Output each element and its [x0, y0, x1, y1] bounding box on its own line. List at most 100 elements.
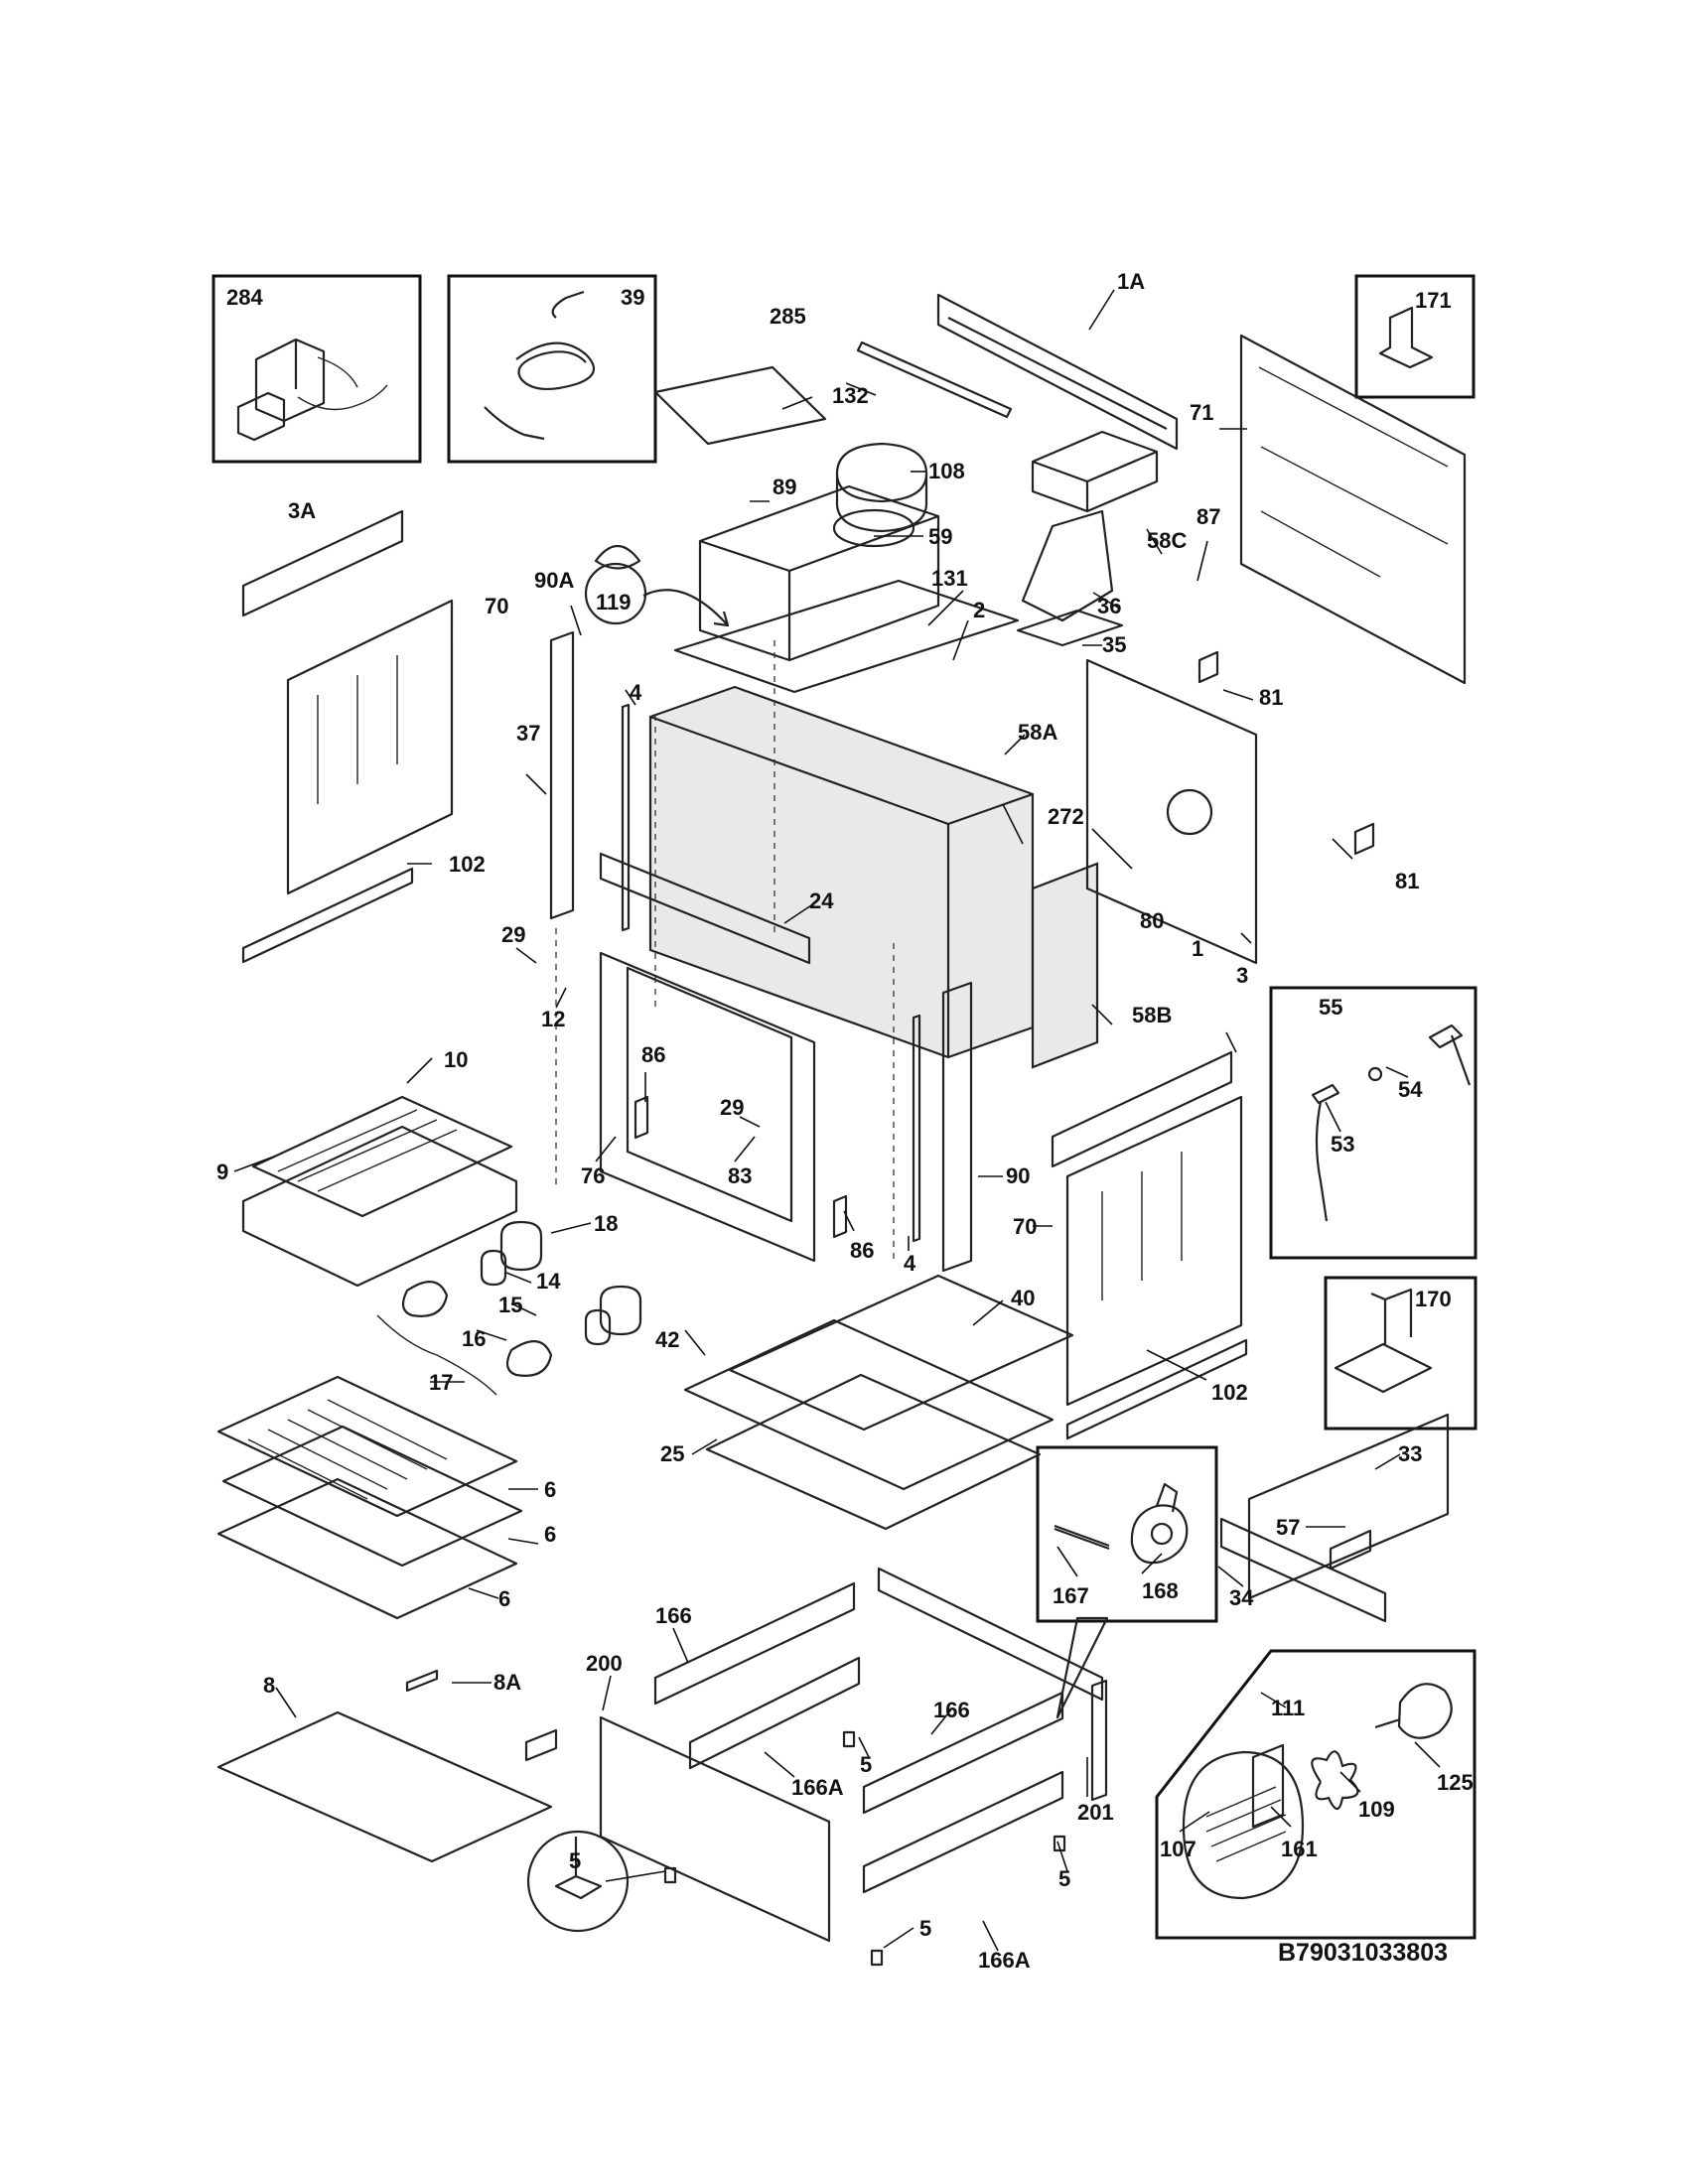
part-8A [405, 1669, 558, 1762]
part-108 [835, 442, 928, 533]
part-10 [251, 1095, 513, 1218]
diagram-code: B79031033803 [1278, 1939, 1448, 1967]
part-5-inset [526, 1830, 630, 1933]
part-6a [216, 1375, 518, 1518]
label-24: 24 [809, 888, 834, 913]
label-1A: 1A [1117, 269, 1145, 294]
label-102a: 102 [449, 852, 486, 877]
part-81a [1197, 650, 1219, 684]
inset-box-54 [1269, 986, 1477, 1260]
label-4b: 4 [904, 1251, 916, 1276]
label-102b: 102 [1211, 1380, 1248, 1405]
label-285: 285 [770, 304, 806, 329]
label-90: 90 [1006, 1163, 1030, 1188]
label-166b: 166 [933, 1698, 970, 1722]
label-54: 54 [1398, 1077, 1423, 1102]
label-284: 284 [226, 285, 263, 310]
label-2: 2 [973, 598, 985, 622]
label-59: 59 [928, 524, 952, 549]
label-14: 14 [536, 1269, 561, 1294]
label-80: 80 [1140, 908, 1164, 933]
drawer-frame-rear [877, 1567, 1104, 1702]
part-86a [633, 1095, 649, 1140]
part-3 [1051, 1050, 1233, 1168]
label-25: 25 [660, 1441, 684, 1466]
label-18: 18 [594, 1211, 618, 1236]
label-36: 36 [1097, 594, 1121, 618]
part-34 [1219, 1517, 1387, 1623]
label-5c: 5 [1058, 1866, 1070, 1891]
part-4b [912, 1014, 921, 1243]
part-166A-a [688, 1656, 861, 1770]
inset-box-fan [1155, 1649, 1477, 1940]
part-200 [599, 1715, 831, 1943]
label-90A: 90A [534, 568, 574, 593]
label-34: 34 [1229, 1585, 1254, 1610]
label-6b: 6 [544, 1522, 556, 1547]
part-25 [705, 1373, 1042, 1531]
label-86a: 86 [641, 1042, 665, 1067]
part-90 [941, 981, 973, 1273]
label-35: 35 [1102, 632, 1126, 657]
inset-box-170 [1324, 1276, 1477, 1431]
part-70a [286, 599, 454, 895]
label-167: 167 [1053, 1583, 1089, 1608]
label-15: 15 [498, 1293, 522, 1317]
label-132: 132 [832, 383, 869, 408]
label-272: 272 [1048, 804, 1084, 829]
label-29b: 29 [720, 1095, 744, 1120]
label-107: 107 [1160, 1837, 1196, 1861]
part-59 [698, 484, 940, 662]
inset-box-171 [1354, 274, 1476, 399]
part-70b [1065, 1095, 1243, 1407]
label-5d: 5 [919, 1916, 931, 1941]
part-24 [599, 852, 811, 965]
label-81b: 81 [1395, 869, 1419, 893]
label-57: 57 [1276, 1515, 1300, 1540]
part-166b [862, 1691, 1064, 1815]
label-58A: 58A [1018, 720, 1057, 745]
part-4a [621, 703, 631, 932]
part-132 [856, 341, 1013, 419]
label-8A: 8A [493, 1670, 521, 1695]
part-76 [599, 951, 816, 1263]
part-102a [241, 867, 414, 964]
label-5b: 5 [569, 1848, 581, 1873]
label-53: 53 [1331, 1132, 1354, 1157]
part-57 [1329, 1529, 1372, 1570]
label-81a: 81 [1259, 685, 1283, 710]
label-161: 161 [1281, 1837, 1318, 1861]
part-40 [728, 1274, 1074, 1432]
label-10: 10 [444, 1047, 468, 1072]
part-90A [549, 630, 575, 920]
part-6c [216, 1477, 518, 1620]
label-166A-b: 166A [978, 1948, 1031, 1973]
part-285 [653, 365, 827, 446]
label-39: 39 [621, 285, 644, 310]
label-168: 168 [1142, 1578, 1179, 1603]
label-119: 119 [596, 590, 632, 614]
part-2 [673, 579, 1020, 694]
part-1 [1085, 658, 1258, 965]
inset-box-39 [447, 274, 657, 464]
label-55: 55 [1319, 995, 1342, 1020]
part-18 [499, 1220, 642, 1336]
label-16: 16 [462, 1326, 486, 1351]
part-3A [241, 509, 404, 617]
part-5-legs [663, 1730, 1066, 1967]
label-200: 200 [586, 1651, 623, 1676]
label-37: 37 [516, 721, 540, 746]
label-8: 8 [263, 1673, 275, 1698]
label-76: 76 [581, 1163, 605, 1188]
label-111: 111 [1271, 1696, 1305, 1720]
label-170: 170 [1415, 1287, 1452, 1311]
label-17: 17 [429, 1370, 453, 1395]
label-4a: 4 [630, 680, 642, 705]
part-42 [683, 1318, 1055, 1491]
inset-box-167 [1036, 1445, 1218, 1623]
label-109: 109 [1358, 1797, 1395, 1822]
part-labels: 284 39 285 1A 171 132 71 108 89 3A 59 58… [216, 269, 1474, 1973]
label-42: 42 [655, 1327, 679, 1352]
part-14 [480, 1249, 612, 1346]
label-3A: 3A [288, 498, 316, 523]
